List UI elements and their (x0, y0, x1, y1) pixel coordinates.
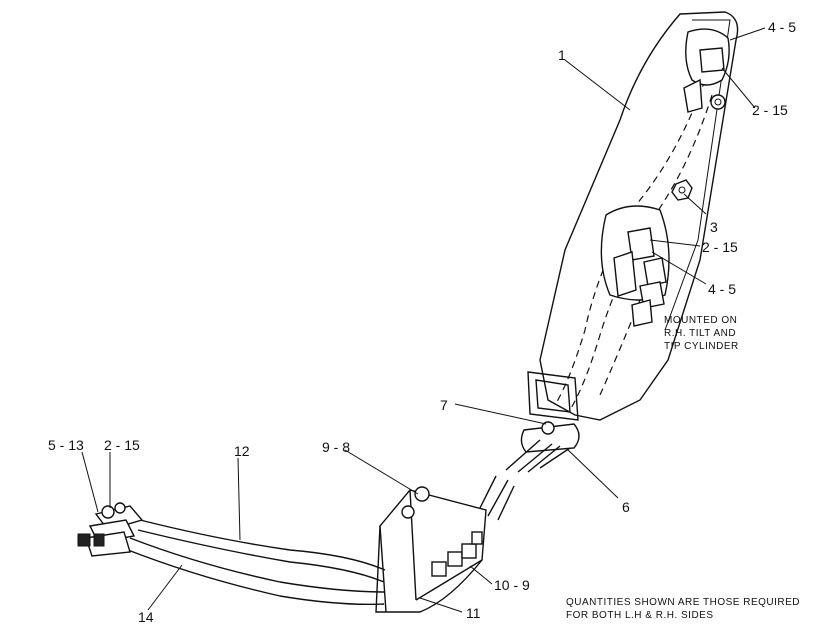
callout-1: 1 (558, 47, 566, 63)
middle-fitting (600, 205, 670, 327)
callout-5-13: 5 - 13 (48, 437, 84, 453)
mounted-note-line-1: MOUNTED ON (664, 315, 738, 326)
leader-lines (81, 27, 766, 613)
callout-10-9: 10 - 9 (494, 577, 530, 593)
callout-14: 14 (138, 609, 154, 625)
mounted-note-line-3: TIP CYLINDER (664, 341, 739, 352)
long-hoses (127, 519, 386, 606)
quantities-note: QUANTITIES SHOWN ARE THOSE REQUIRED FOR … (566, 596, 800, 622)
top-fitting (683, 28, 730, 113)
callout-4-5-top: 4 - 5 (768, 19, 797, 35)
lower-bracket (505, 371, 580, 473)
callout-3: 3 (710, 219, 718, 235)
callout-11: 11 (466, 605, 481, 621)
left-fittings (77, 502, 144, 557)
callout-2-15-mid: 2 - 15 (702, 239, 738, 255)
mounted-note: MOUNTED ON R.H. TILT AND TIP CYLINDER (664, 314, 739, 353)
callout-4-5-mid: 4 - 5 (708, 281, 737, 297)
mounted-note-line-2: R.H. TILT AND (664, 328, 737, 339)
quantities-note-line-1: QUANTITIES SHOWN ARE THOSE REQUIRED (566, 597, 801, 608)
callout-2-15-top: 2 - 15 (752, 102, 788, 118)
nut-3 (671, 179, 693, 201)
callout-6: 6 (622, 499, 630, 515)
middle-hoses (477, 475, 515, 521)
callout-12: 12 (234, 443, 250, 459)
callout-7: 7 (440, 397, 448, 413)
quantities-note-line-2: FOR BOTH L.H & R.H. SIDES (566, 610, 714, 621)
callout-9-8: 9 - 8 (322, 439, 351, 455)
callout-2-15-left: 2 - 15 (104, 437, 140, 453)
manifold-block (375, 486, 487, 613)
